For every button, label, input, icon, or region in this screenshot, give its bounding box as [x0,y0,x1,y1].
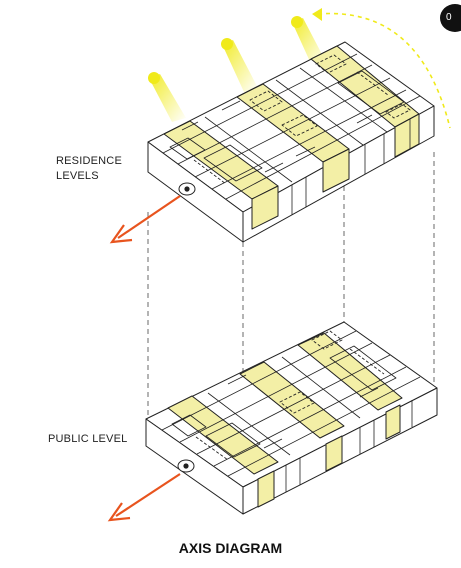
residence-dashed-line [356,71,389,96]
page-number-badge: 0 [440,4,461,32]
public-partitions [161,330,421,477]
sun-ray-2 [221,38,258,92]
residence-band-side [322,148,350,193]
residence-void [315,54,347,74]
public-level-label: PUBLIC LEVEL [48,433,128,445]
public-side-divisions [285,400,413,492]
sun-path-arrowhead [312,8,322,21]
public-band-side [257,470,275,508]
public-void [311,330,343,350]
residence-label-line-1: RESIDENCE [56,155,122,167]
sun-icon [148,72,160,84]
residence-side-divisions [291,119,411,215]
residence-void [385,103,411,119]
residence-band-side [251,185,279,230]
residence-room [337,70,405,115]
diagram-title: AXIS DIAGRAM [178,540,283,556]
residence-dashed-line [193,159,227,185]
public-room [171,414,207,437]
public-band-side [325,435,343,472]
arrow-icon [107,473,181,522]
residence-void [249,90,283,112]
sun-icon [291,16,303,28]
public-band-side [385,404,401,440]
residence-label-line-2: LEVELS [56,170,99,182]
residence-partitions [162,53,421,200]
eye-icon [177,459,195,473]
residence-void [281,114,318,137]
projection-lines [147,152,435,418]
sun-ray-3 [291,16,326,66]
eye-icon [178,182,196,196]
public-band [297,332,403,411]
public-room [329,345,397,391]
public-level-block [145,321,438,515]
residence-band-side [394,113,420,158]
public-dashed-line [195,436,229,461]
public-band [239,361,345,439]
sun-icon [221,38,233,50]
sun-path-arc [317,12,451,129]
sun-ray-1 [148,72,186,122]
public-room [205,422,261,458]
public-void [279,391,315,414]
residence-levels-label: RESIDENCE LEVELS [56,154,122,184]
public-dashed-line [349,348,385,375]
residence-room [169,137,206,160]
public-band [167,395,279,475]
residence-room [203,144,263,182]
residence-levels-block [147,41,435,243]
arrow-icon [109,195,181,244]
